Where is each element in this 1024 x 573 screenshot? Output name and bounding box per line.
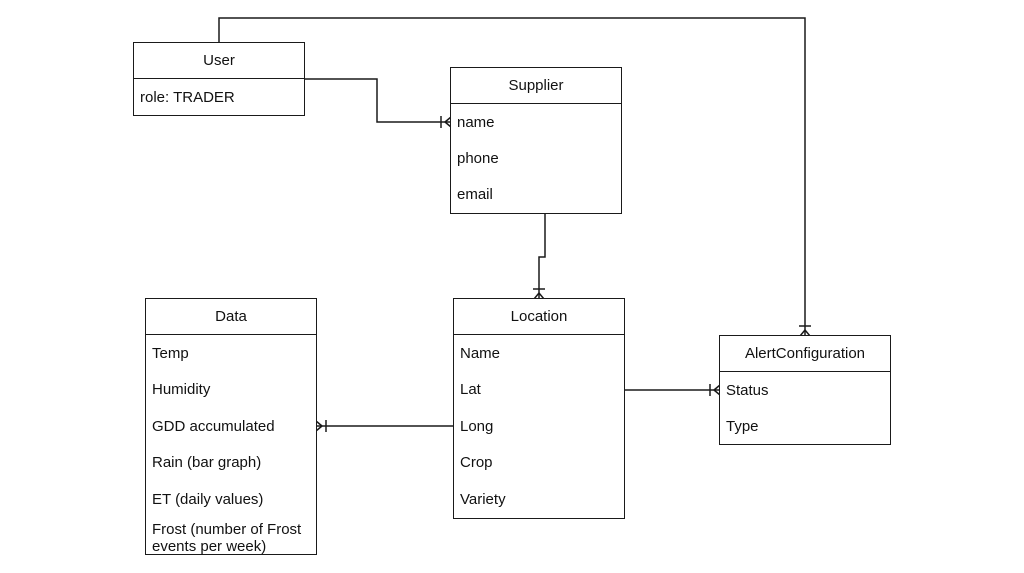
entity-title: Data [146,299,316,335]
entity-attribute: Type [726,418,759,435]
entity-title: Supplier [451,68,621,104]
edge-supplier-location [538,213,546,299]
entity-attribute: Variety [460,491,506,508]
entity-attribute: role: TRADER [140,89,235,106]
entity-data[interactable]: Data Temp Humidity GDD accumulated Rain … [145,298,317,555]
entity-title: User [134,43,304,79]
entity-attribute: Temp [152,345,189,362]
entity-attribute: Rain (bar graph) [152,454,262,471]
entity-alertconfiguration[interactable]: AlertConfiguration Status Type [719,335,891,445]
edge-user-alertconfiguration [218,17,806,336]
entity-attribute: ET (daily values) [152,491,264,508]
entity-attribute: email [457,186,493,203]
entity-title: Location [454,299,624,335]
entity-attribute: name [457,114,495,131]
entity-attribute: Lat [460,381,481,398]
entity-attribute: Crop [460,454,493,471]
entity-attribute: phone [457,150,499,167]
entity-attribute: Humidity [152,381,211,398]
entity-attribute: Frost (number of Frost events per week) [152,521,302,555]
entity-attribute: GDD accumulated [152,418,275,435]
entity-attribute: Name [460,345,501,362]
entity-title: AlertConfiguration [720,336,890,372]
entity-location[interactable]: Location Name Lat Long Crop Variety [453,298,625,519]
edge-user-supplier [304,78,451,123]
entity-attribute: Status [726,382,769,399]
entity-attribute: Long [460,418,494,435]
entity-supplier[interactable]: Supplier name phone email [450,67,622,214]
crowfoot-one-or-many-icon [315,420,327,432]
entity-user[interactable]: User role: TRADER [133,42,305,116]
